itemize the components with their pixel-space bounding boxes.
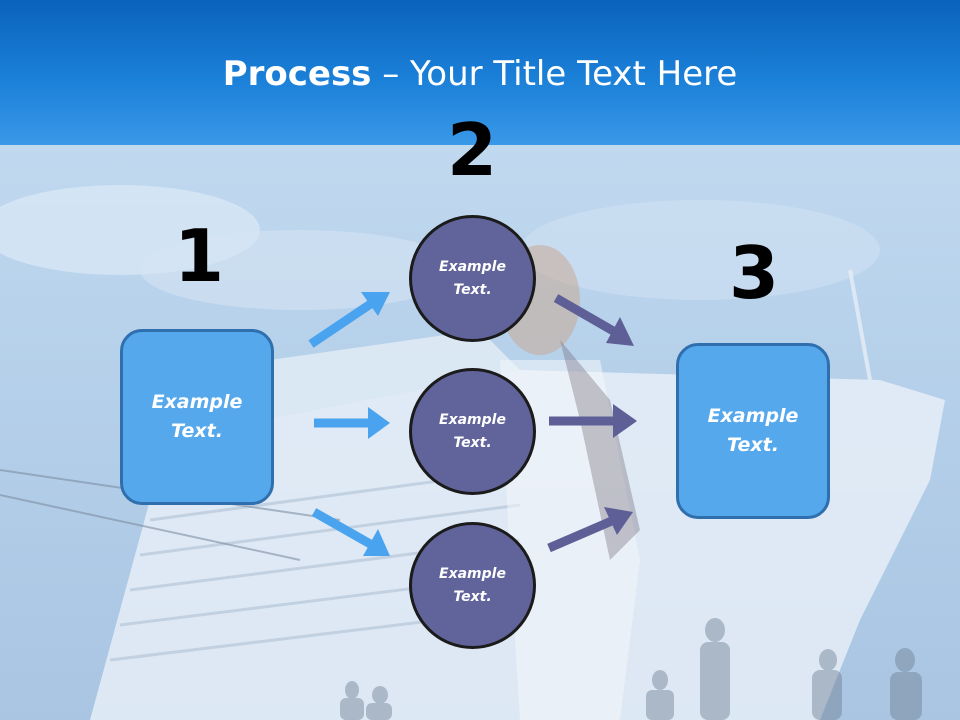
circle-bottom-text-line1: Example bbox=[439, 565, 506, 582]
arrow-purple-right bbox=[549, 404, 637, 438]
header-band bbox=[0, 0, 960, 145]
title-rest: – Your Title Text Here bbox=[371, 54, 738, 94]
step-number-2: 2 bbox=[446, 108, 498, 192]
arrow-purple-down bbox=[553, 294, 634, 346]
arrow-blue-right bbox=[314, 407, 390, 439]
slide-title: Process – Your Title Text Here bbox=[0, 52, 960, 96]
step-3-text-line2: Text. bbox=[727, 434, 779, 456]
title-bold: Process bbox=[222, 54, 372, 94]
step-1-text-line1: Example bbox=[151, 391, 243, 413]
step-number-3: 3 bbox=[728, 231, 780, 315]
circle-top-text-line2: Text. bbox=[453, 281, 492, 298]
circle-bottom-text-line2: Text. bbox=[453, 588, 492, 605]
step-number-1: 1 bbox=[173, 214, 225, 298]
step-1-text-line2: Text. bbox=[171, 420, 223, 442]
circle-middle-text-line1: Example bbox=[439, 411, 506, 428]
arrow-purple-up bbox=[547, 507, 633, 553]
circle-middle-text-line2: Text. bbox=[453, 434, 492, 451]
arrow-blue-up bbox=[308, 292, 390, 348]
arrow-blue-down bbox=[311, 508, 390, 556]
circle-top-text-line1: Example bbox=[439, 258, 506, 275]
step-3-text-line1: Example bbox=[707, 405, 799, 427]
